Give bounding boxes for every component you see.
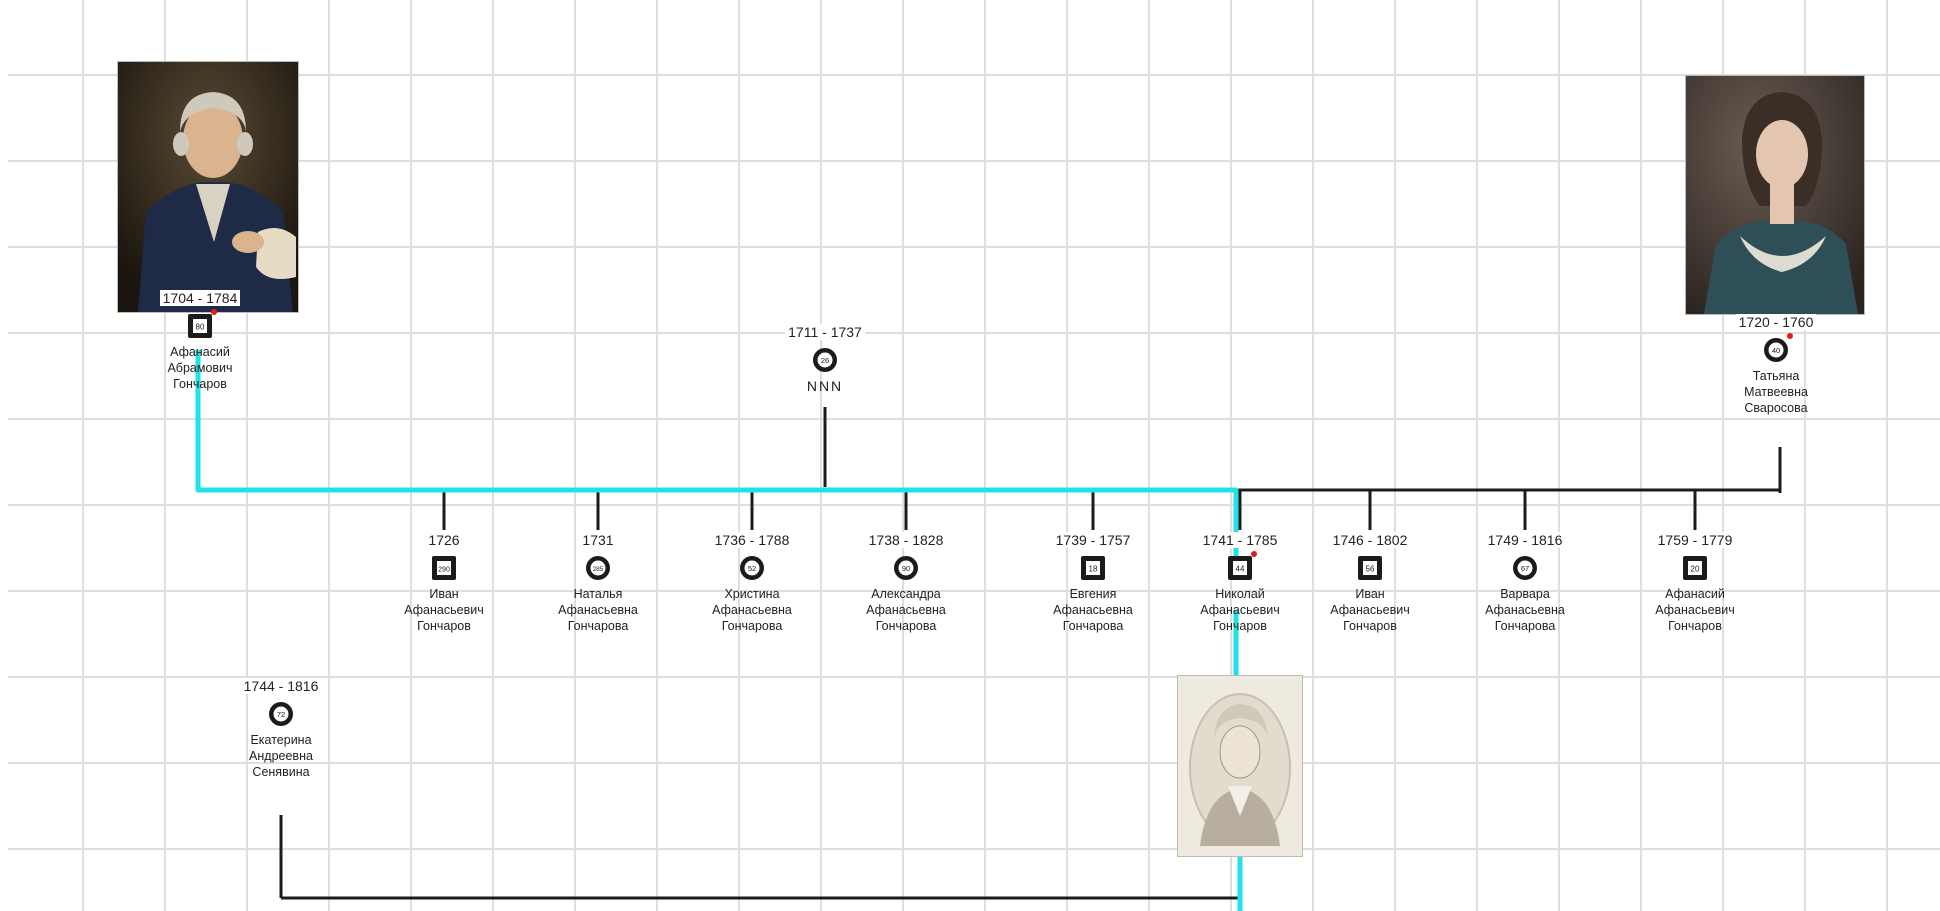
person-years: 1741 - 1785 xyxy=(1199,532,1281,548)
person-years: 1736 - 1788 xyxy=(711,532,793,548)
person-ekaterina[interactable]: 1744 - 1816 72 Екатерина Андреевна Сеняв… xyxy=(201,678,361,780)
person-name: Екатерина Андреевна Сенявина xyxy=(249,733,313,779)
person-years: 1744 - 1816 xyxy=(240,678,322,694)
female-person-icon: 52 xyxy=(738,554,766,582)
svg-text:67: 67 xyxy=(1521,564,1529,573)
person-ivan-1746[interactable]: 1746 - 1802 56 Иван Афанасьевич Гончаров xyxy=(1290,532,1450,634)
female-person-icon: 67 xyxy=(1511,554,1539,582)
person-aleksandra[interactable]: 1738 - 1828 90 Александра Афанасьевна Го… xyxy=(826,532,986,634)
male-person-icon: 20 xyxy=(1681,554,1709,582)
person-name: Христина Афанасьевна Гончарова xyxy=(712,587,792,633)
person-years: 1704 - 1784 xyxy=(159,290,241,306)
person-tatiana[interactable]: 1720 - 1760 40 Татьяна Матвеевна Сваросо… xyxy=(1696,314,1856,416)
person-afanasy-jr[interactable]: 1759 - 1779 20 Афанасий Афанасьевич Гонч… xyxy=(1615,532,1775,634)
svg-text:52: 52 xyxy=(748,564,756,573)
svg-text:90: 90 xyxy=(902,564,910,573)
svg-text:80: 80 xyxy=(196,323,205,332)
marker-dot xyxy=(211,309,217,315)
svg-text:40: 40 xyxy=(1772,346,1780,355)
person-natalia[interactable]: 1731 285 Наталья Афанасьевна Гончарова xyxy=(518,532,678,634)
svg-text:72: 72 xyxy=(277,710,285,719)
person-name: Николай Афанасьевич Гончаров xyxy=(1200,587,1280,633)
svg-text:44: 44 xyxy=(1236,565,1245,574)
svg-text:20: 20 xyxy=(1691,565,1700,574)
person-name: Александра Афанасьевна Гончарова xyxy=(866,587,946,633)
female-person-icon: 90 xyxy=(892,554,920,582)
svg-text:285: 285 xyxy=(593,566,604,573)
person-nnn[interactable]: 1711 - 1737 26 NNN xyxy=(745,324,905,394)
person-years: 1711 - 1737 xyxy=(785,324,865,340)
portrait-afanasy-sr[interactable] xyxy=(118,62,298,312)
person-name: Афанасий Абрамович Гончаров xyxy=(167,345,233,391)
marker-dot xyxy=(1251,551,1257,557)
male-person-icon: 56 xyxy=(1356,554,1384,582)
person-years: 1726 xyxy=(425,532,463,548)
person-afanasy-sr[interactable]: 1704 - 1784 80 Афанасий Абрамович Гончар… xyxy=(120,290,280,392)
female-person-icon: 285 xyxy=(584,554,612,582)
portrait-tatiana[interactable] xyxy=(1686,76,1864,314)
person-name: Иван Афанасьевич Гончаров xyxy=(404,587,484,633)
male-person-icon: 44 xyxy=(1226,551,1257,582)
person-years: 1749 - 1816 xyxy=(1484,532,1566,548)
person-years: 1731 xyxy=(579,532,617,548)
svg-text:26: 26 xyxy=(821,356,829,365)
person-name: Иван Афанасьевич Гончаров xyxy=(1330,587,1410,633)
svg-text:18: 18 xyxy=(1089,565,1098,574)
highlight-path-upper xyxy=(195,350,1239,560)
male-person-icon: 80 xyxy=(186,309,217,340)
female-person-icon: 26 xyxy=(811,346,839,374)
person-name: Варвара Афанасьевна Гончарова xyxy=(1485,587,1565,633)
marker-dot xyxy=(1787,333,1793,339)
portrait-nikolai[interactable] xyxy=(1178,676,1302,856)
person-years: 1720 - 1760 xyxy=(1735,314,1817,330)
person-name: NNN xyxy=(806,378,844,394)
person-nikolai[interactable]: 1741 - 1785 44 Николай Афанасьевич Гонча… xyxy=(1160,532,1320,634)
person-years: 1738 - 1828 xyxy=(865,532,947,548)
person-name: Татьяна Матвеевна Сваросова xyxy=(1744,369,1808,415)
canvas-left-margin xyxy=(0,0,8,911)
person-evgeniya[interactable]: 1739 - 1757 18 Евгения Афанасьевна Гонча… xyxy=(1013,532,1173,634)
person-ivan-1726[interactable]: 1726 290 Иван Афанасьевич Гончаров xyxy=(364,532,524,634)
person-years: 1739 - 1757 xyxy=(1052,532,1134,548)
person-name: Наталья Афанасьевна Гончарова xyxy=(558,587,638,633)
male-person-icon: 290 xyxy=(430,554,458,582)
person-years: 1759 - 1779 xyxy=(1654,532,1736,548)
person-name: Афанасий Афанасьевич Гончаров xyxy=(1655,587,1735,633)
female-person-icon: 40 xyxy=(1762,333,1793,364)
female-person-icon: 72 xyxy=(267,700,295,728)
person-khristina[interactable]: 1736 - 1788 52 Христина Афанасьевна Гонч… xyxy=(672,532,832,634)
person-name: Евгения Афанасьевна Гончарова xyxy=(1053,587,1133,633)
person-varvara[interactable]: 1749 - 1816 67 Варвара Афанасьевна Гонча… xyxy=(1445,532,1605,634)
male-person-icon: 18 xyxy=(1079,554,1107,582)
person-years: 1746 - 1802 xyxy=(1329,532,1411,548)
svg-text:290: 290 xyxy=(438,567,450,574)
svg-text:56: 56 xyxy=(1366,565,1375,574)
